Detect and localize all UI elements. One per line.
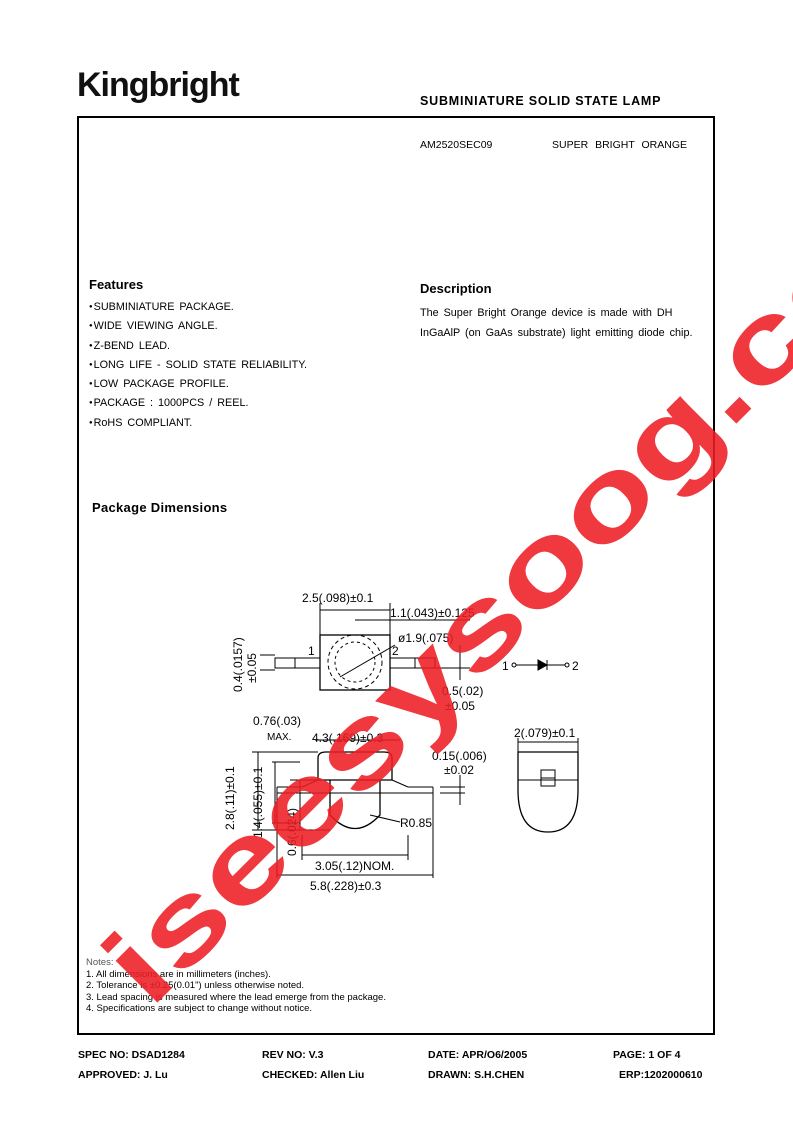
- content-frame: [77, 116, 715, 1035]
- dim-lead-thickness: 0.4(.0157): [231, 637, 245, 692]
- dim-lens-diameter: ø1.9(.075): [398, 631, 453, 645]
- feature-item: RoHS COMPLIANT.: [89, 414, 307, 433]
- note-item: 4. Specifications are subject to change …: [86, 1003, 313, 1014]
- dim-side-width: 2(.079)±0.1: [514, 726, 576, 740]
- footer-erp: ERP:1202000610: [619, 1069, 703, 1081]
- part-description: SUPER BRIGHT ORANGE: [552, 139, 687, 151]
- dim-max-label: MAX.: [267, 732, 291, 743]
- symbol-pin-2: 2: [572, 659, 579, 673]
- description-heading: Description: [420, 281, 492, 296]
- dim-body-height: 1.4(.055)±0.1: [251, 766, 265, 838]
- description-text: The Super Bright Orange device is made w…: [420, 307, 693, 339]
- footer-date: DATE: APR/O6/2005: [428, 1049, 528, 1061]
- feature-item: LONG LIFE - SOLID STATE RELIABILITY.: [89, 356, 307, 375]
- dim-lead-gauge-tol: ±0.02: [444, 763, 474, 777]
- dim-lead-thickness-tol: ±0.05: [245, 653, 259, 683]
- dim-radius: R0.85: [400, 816, 432, 830]
- dim-top-width: 2.5(.098)±0.1: [302, 591, 374, 605]
- footer-rev-no: REV NO: V.3: [262, 1049, 324, 1061]
- pin-2-label: 2: [392, 644, 399, 658]
- feature-item: SUBMINIATURE PACKAGE.: [89, 298, 307, 317]
- dim-total-height: 2.8(.11)±0.1: [223, 766, 237, 830]
- footer-spec-no: SPEC NO: DSAD1284: [78, 1049, 185, 1061]
- features-list: SUBMINIATURE PACKAGE. WIDE VIEWING ANGLE…: [89, 298, 307, 433]
- footer-checked: CHECKED: Allen Liu: [262, 1069, 365, 1081]
- feature-item: PACKAGE : 1000PCS / REEL.: [89, 394, 307, 413]
- package-dimensions-heading: Package Dimensions: [92, 500, 228, 515]
- kingbright-logo: Kingbright: [77, 66, 240, 104]
- pin-1-label: 1: [308, 644, 315, 658]
- note-item: 2. Tolerance is ±0.25(0.01") unless othe…: [86, 980, 305, 991]
- dim-top-offset: 1.1(.043)±0.125: [390, 606, 475, 620]
- dim-lead-width-tol: ±0.05: [445, 699, 475, 713]
- notes-section: Notes: 1. All dimensions are in millimet…: [86, 957, 386, 1015]
- package-dimensions-drawing: 2.5(.098)±0.1 1.1(.043)±0.125 ø1.9(.075)…: [223, 591, 579, 893]
- dim-lead-spacing: 3.05(.12)NOM.: [315, 859, 394, 873]
- footer-page: PAGE: 1 OF 4: [613, 1049, 681, 1061]
- dim-dome-height: 0.6(.024): [285, 808, 299, 856]
- dim-lead-width: 0.5(.02): [442, 684, 483, 698]
- note-item: 3. Lead spacing is measured where the le…: [86, 991, 386, 1003]
- footer-approved: APPROVED: J. Lu: [78, 1069, 168, 1081]
- symbol-pin-1: 1: [502, 659, 509, 673]
- document-title: SUBMINIATURE SOLID STATE LAMP: [420, 94, 662, 108]
- dim-overall-length: 5.8(.228)±0.3: [310, 879, 382, 893]
- notes-title: Notes:: [86, 957, 114, 968]
- note-item: 1. All dimensions are in millimeters (in…: [86, 968, 271, 980]
- footer-drawn: DRAWN: S.H.CHEN: [428, 1069, 525, 1081]
- part-number: AM2520SEC09: [420, 139, 493, 151]
- feature-item: WIDE VIEWING ANGLE.: [89, 317, 307, 336]
- dim-max-lead: 0.76(.03): [253, 714, 301, 728]
- dim-body-length: 4.3(.169)±0.3: [312, 731, 384, 745]
- feature-item: LOW PACKAGE PROFILE.: [89, 375, 307, 394]
- dim-lead-gauge: 0.15(.006): [432, 749, 487, 763]
- feature-item: Z-BEND LEAD.: [89, 337, 307, 356]
- features-heading: Features: [89, 277, 144, 292]
